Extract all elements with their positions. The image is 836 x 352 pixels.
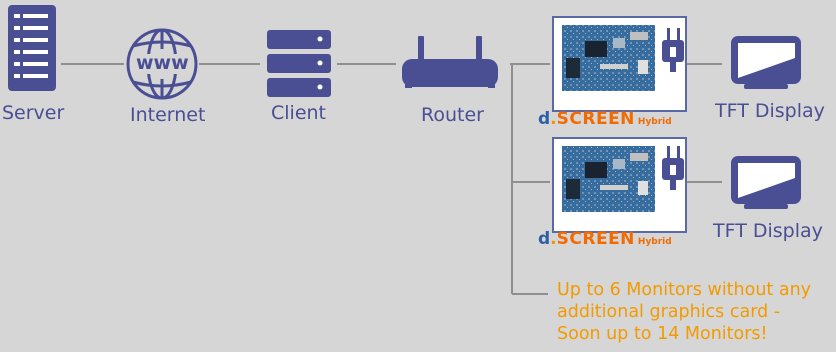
- monitor-support-note: Up to 6 Monitors without any additional …: [557, 279, 811, 345]
- note-line-2: additional graphics card -: [557, 302, 781, 322]
- note-line-1: Up to 6 Monitors without any: [557, 280, 812, 300]
- display-label-1: TFT Display: [715, 100, 825, 122]
- server-icon: [8, 5, 56, 91]
- server-label: Server: [2, 102, 65, 124]
- client-label: Client: [271, 102, 327, 124]
- board-image-2: [552, 137, 687, 233]
- monitor-icon-1: [731, 36, 801, 89]
- display-label-2: TFT Display: [713, 220, 823, 242]
- www-icon-text: www: [136, 52, 189, 74]
- internet-label: Internet: [130, 104, 206, 126]
- router-icon: [402, 36, 498, 88]
- monitor-icon-2: [731, 156, 801, 209]
- router-label: Router: [421, 104, 484, 126]
- client-icon: [267, 30, 331, 97]
- note-line-3: Soon up to 14 Monitors!: [557, 324, 768, 344]
- board-image-1: [552, 16, 687, 112]
